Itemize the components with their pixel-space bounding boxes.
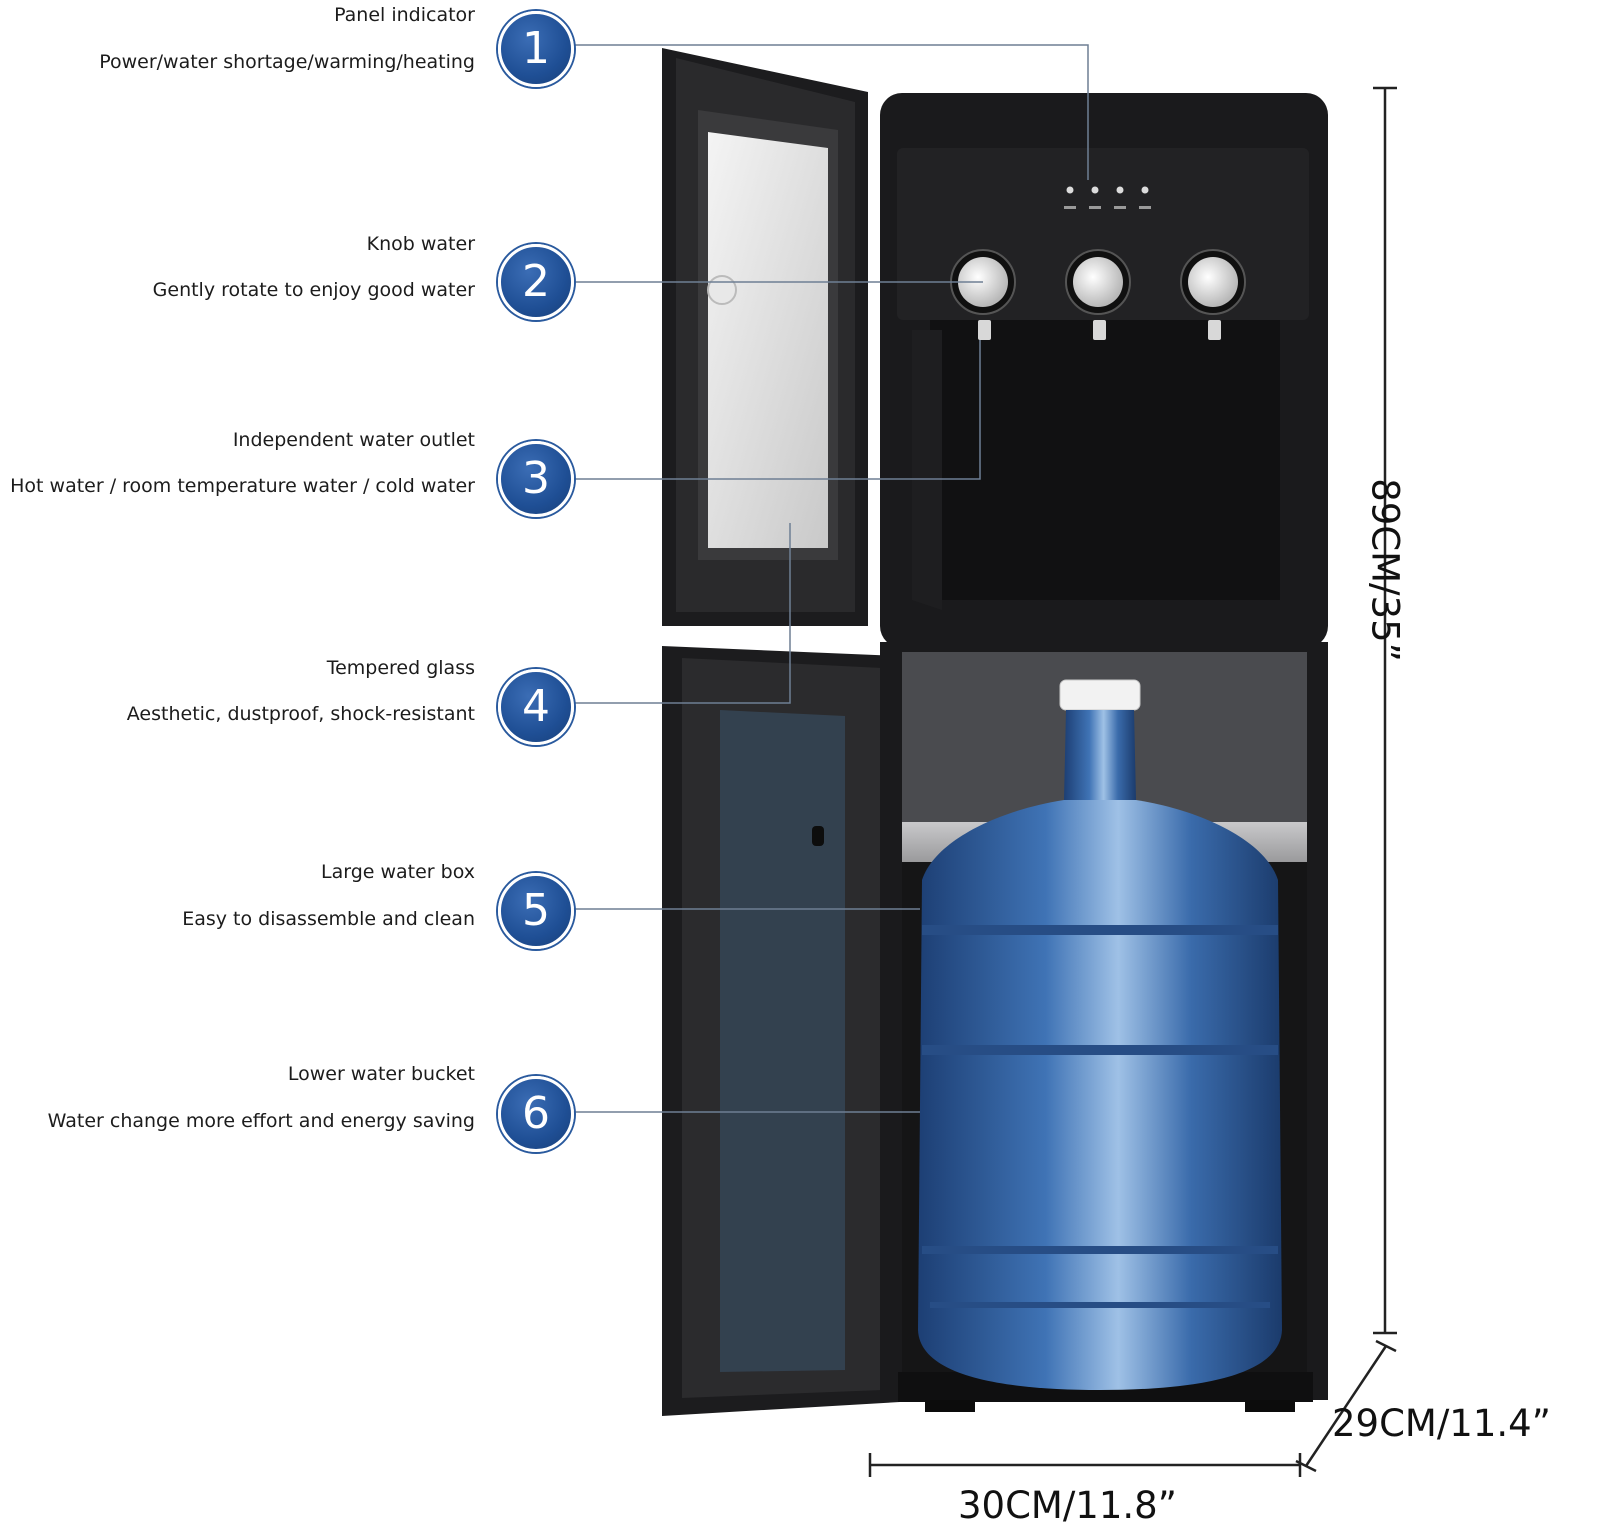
feature-description: Hot water / room temperature water / col… [10,475,475,497]
feature-description: Power/water shortage/warming/heating [99,51,475,73]
dimension-lines [868,86,1397,1477]
feature-title: Large water box [320,861,475,883]
feature-description: Easy to disassemble and clean [182,908,475,930]
callout-badge: 5 [498,873,574,949]
feature-title: Knob water [366,233,475,255]
feature-title: Tempered glass [326,657,475,679]
lower-door [662,646,900,1416]
upper-door [662,48,868,626]
water-knob [1180,249,1246,340]
callout-badge: 4 [498,669,574,745]
tempered-glass-panel [708,132,828,548]
feature-description: Gently rotate to enjoy good water [152,279,475,301]
callout-badge: 6 [498,1076,574,1152]
water-bottle [918,679,1282,1390]
callout-badge: 3 [498,441,574,517]
panel-indicator-lights [1064,186,1151,209]
feature-description: Water change more effort and energy savi… [47,1110,475,1132]
leader-lines [570,44,1089,1113]
water-knob [1065,249,1131,340]
height-dimension-label: 89CM/35” [1363,478,1407,662]
feature-title: Independent water outlet [232,429,475,451]
feature-title: Panel indicator [334,4,475,26]
feature-description: Aesthetic, dustproof, shock-resistant [126,703,475,725]
feature-title: Lower water bucket [287,1063,475,1085]
width-dimension-label: 30CM/11.8” [958,1484,1177,1527]
depth-dimension-label: 29CM/11.4” [1332,1402,1551,1445]
callout-badge: 1 [498,11,574,87]
callout-badge: 2 [498,244,574,320]
